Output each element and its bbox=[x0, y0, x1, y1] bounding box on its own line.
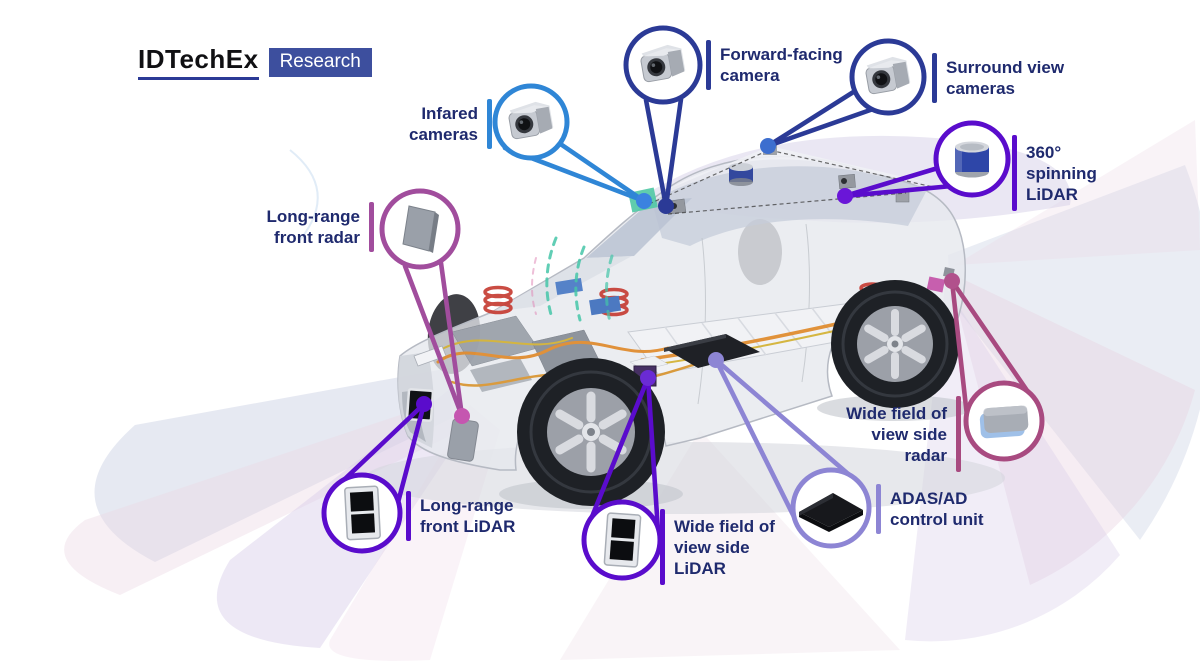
label-surround-view-cameras: Surround view cameras bbox=[932, 53, 1064, 103]
label-text: Wide field of view side LiDAR bbox=[674, 516, 775, 579]
label-line: Wide field of bbox=[846, 403, 947, 423]
leader-forward-facing-camera bbox=[643, 96, 684, 209]
leader-side-lidar bbox=[582, 375, 662, 549]
side-radar-icon bbox=[979, 405, 1029, 439]
label-accent-bar bbox=[406, 491, 411, 541]
label-accent-bar bbox=[706, 40, 711, 90]
dot-side-lidar bbox=[640, 370, 656, 386]
label-line: view side bbox=[871, 424, 947, 444]
lidar-panel-icon bbox=[603, 512, 642, 568]
label-line: spinning bbox=[1026, 163, 1097, 183]
front-radar-on-car bbox=[447, 418, 479, 462]
dot-spinning-lidar bbox=[837, 188, 853, 204]
label-line: 360° bbox=[1026, 142, 1062, 162]
label-accent-bar bbox=[1012, 135, 1017, 211]
label-line: Long-range bbox=[266, 207, 361, 226]
label-line: Surround view bbox=[946, 58, 1065, 77]
label-adas-ad-control-unit: ADAS/AD control unit bbox=[876, 484, 983, 534]
control-unit-chip-icon bbox=[799, 493, 863, 532]
dot-adas-unit bbox=[708, 352, 724, 368]
dot-side-radar bbox=[944, 273, 960, 289]
label-wide-fov-side-lidar: Wide field of view side LiDAR bbox=[660, 509, 775, 585]
label-line: control unit bbox=[890, 510, 984, 529]
leader-surround-view-cameras bbox=[765, 88, 879, 149]
callout-circles bbox=[321, 25, 1045, 581]
label-text: Surround view cameras bbox=[946, 57, 1064, 99]
label-line: front LiDAR bbox=[420, 517, 516, 536]
label-forward-facing-camera: Forward-facing camera bbox=[706, 40, 843, 90]
label-text: Long-range front LiDAR bbox=[420, 495, 515, 537]
label-line: Wide field of bbox=[674, 516, 775, 536]
dot-front-radar bbox=[454, 408, 470, 424]
control-unit-on-car bbox=[664, 334, 760, 368]
label-line: ADAS/AD bbox=[890, 489, 968, 508]
radar-panel-icon bbox=[402, 205, 439, 253]
leader-front-radar bbox=[402, 260, 465, 419]
label-360-spinning-lidar: 360° spinning LiDAR bbox=[1012, 135, 1097, 211]
label-accent-bar bbox=[660, 509, 665, 585]
label-long-range-front-lidar: Long-range front LiDAR bbox=[406, 491, 515, 541]
label-accent-bar bbox=[369, 202, 374, 252]
label-text: ADAS/AD control unit bbox=[890, 488, 983, 530]
rear-radar-on-car bbox=[926, 276, 946, 293]
dot-infrared bbox=[636, 193, 652, 209]
logo-brand: IDTechEx bbox=[138, 44, 259, 80]
label-line: radar bbox=[904, 445, 947, 465]
label-accent-bar bbox=[956, 396, 961, 472]
spinning-lidar-icon bbox=[955, 141, 989, 178]
rear-wheel bbox=[831, 280, 959, 408]
ir-fov-dashes bbox=[531, 236, 614, 324]
label-accent-bar bbox=[487, 99, 492, 149]
label-line: LiDAR bbox=[1026, 184, 1078, 204]
label-line: Forward-facing bbox=[720, 45, 843, 64]
label-line: view side bbox=[674, 537, 750, 557]
label-text: 360° spinning LiDAR bbox=[1026, 142, 1097, 205]
leader-spinning-lidar bbox=[842, 165, 955, 199]
leader-adas-control-unit bbox=[713, 357, 864, 534]
dot-surround-camera bbox=[760, 138, 776, 154]
dot-front-lidar bbox=[416, 396, 432, 412]
dot-forward-camera bbox=[658, 198, 674, 214]
label-accent-bar bbox=[876, 484, 881, 534]
label-accent-bar bbox=[932, 53, 937, 103]
label-line: cameras bbox=[408, 125, 478, 144]
label-text: Long-range front radar bbox=[267, 206, 361, 248]
logo-tagline: Research bbox=[268, 47, 372, 77]
label-line: Infared bbox=[421, 104, 478, 123]
label-text: Forward-facing camera bbox=[720, 44, 843, 86]
label-line: camera bbox=[720, 66, 780, 85]
label-line: front radar bbox=[274, 228, 360, 247]
label-text: Wide field of view side radar bbox=[846, 403, 947, 466]
label-infrared-cameras: Infared cameras bbox=[409, 99, 492, 149]
sensor-dots bbox=[416, 138, 960, 424]
label-line: LiDAR bbox=[674, 558, 726, 578]
label-line: cameras bbox=[946, 79, 1016, 98]
front-wheel bbox=[517, 358, 665, 506]
lidar-panel-icon bbox=[343, 485, 382, 541]
side-glass bbox=[652, 166, 928, 246]
label-long-range-front-radar: Long-range front radar bbox=[267, 202, 374, 252]
logo: IDTechEx Research bbox=[138, 44, 372, 80]
label-text: Infared cameras bbox=[409, 103, 478, 145]
label-wide-fov-side-radar: Wide field of view side radar bbox=[846, 396, 961, 472]
label-line: Long-range bbox=[420, 496, 514, 515]
